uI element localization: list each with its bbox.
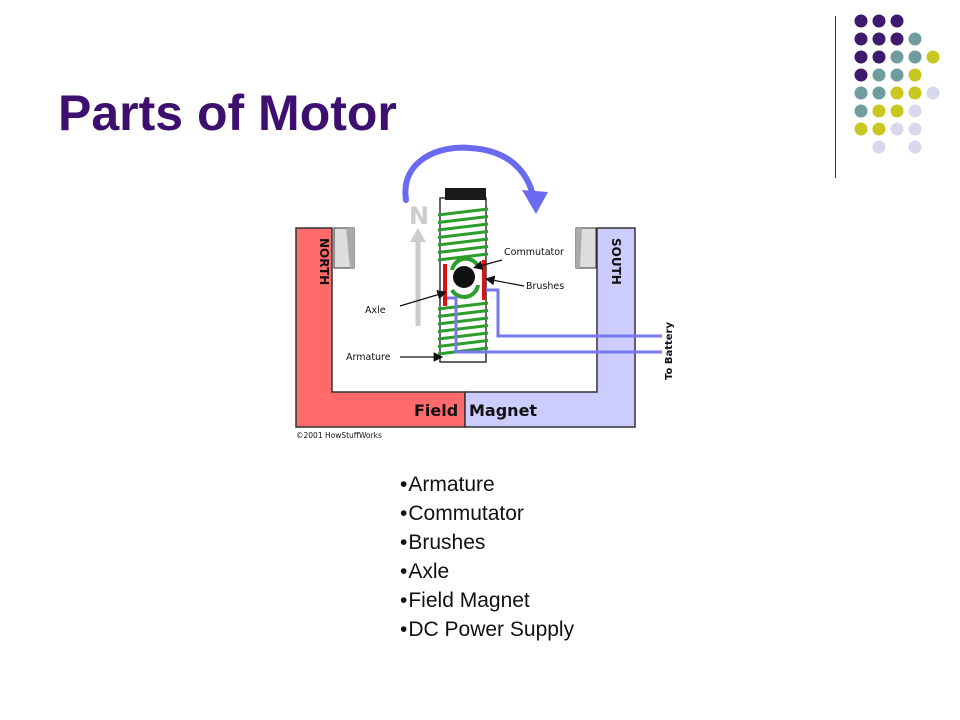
- coil-winding: [437, 215, 489, 224]
- north-pole-tip-shade: [346, 228, 354, 268]
- rotation-arrow: [402, 144, 548, 214]
- list-item: Brushes: [400, 528, 574, 557]
- decorative-dot: [872, 104, 886, 118]
- coil-winding: [437, 222, 489, 232]
- south-pole-tip-shade: [576, 228, 582, 268]
- armature-top-cap: [445, 188, 486, 200]
- parts-list: Armature Commutator Brushes Axle Field M…: [400, 470, 574, 644]
- decorative-dot: [908, 86, 922, 100]
- armature-label: Armature: [346, 352, 391, 363]
- brushes-label: Brushes: [526, 281, 564, 292]
- decorative-dot: [890, 104, 904, 118]
- coil-winding: [437, 207, 489, 217]
- armature-coil-top: [437, 207, 489, 262]
- decorative-dot: [854, 14, 868, 28]
- coil-winding: [437, 230, 489, 239]
- pole-n-label: N: [409, 202, 429, 230]
- decorative-dot: [926, 86, 940, 100]
- decorative-dot: [890, 14, 904, 28]
- field-magnet: [295, 227, 636, 428]
- list-item: Commutator: [400, 499, 574, 528]
- decorative-dot: [890, 122, 904, 136]
- label-pointers: [399, 259, 525, 362]
- list-item: Armature: [400, 470, 574, 499]
- decorative-dot-grid: [854, 14, 940, 154]
- list-item: DC Power Supply: [400, 615, 574, 644]
- decorative-dot: [872, 86, 886, 100]
- coil-winding: [437, 331, 489, 341]
- decorative-dot: [872, 140, 886, 154]
- slide-title: Parts of Motor: [58, 85, 397, 141]
- commutator-label: Commutator: [504, 247, 564, 258]
- motor-diagram: NORTH SOUTH Field Magnet N Commuta: [295, 144, 675, 440]
- battery-wires: [447, 288, 662, 354]
- decorative-dot: [908, 122, 922, 136]
- field-label: Field: [414, 401, 458, 420]
- coil-winding: [437, 339, 489, 348]
- coil-winding: [437, 301, 489, 311]
- south-magnet-pole: [464, 227, 636, 428]
- coil-winding: [437, 245, 489, 254]
- decorative-dot: [854, 50, 868, 64]
- decorative-dot: [854, 68, 868, 82]
- decorative-dot: [854, 86, 868, 100]
- decorative-dot: [854, 122, 868, 136]
- axle: [453, 266, 475, 288]
- coil-winding: [437, 237, 489, 247]
- decorative-dot: [908, 68, 922, 82]
- list-item: Field Magnet: [400, 586, 574, 615]
- brushes: [443, 260, 486, 306]
- north-label: NORTH: [317, 238, 331, 285]
- decorative-dot: [872, 14, 886, 28]
- decorative-divider-line: [835, 16, 836, 178]
- coil-winding: [437, 316, 489, 326]
- decorative-dot: [890, 32, 904, 46]
- magnetic-north-arrow: [410, 228, 426, 326]
- coil-winding: [437, 309, 489, 318]
- decorative-dot: [926, 50, 940, 64]
- south-label: SOUTH: [609, 238, 623, 285]
- decorative-dot: [890, 50, 904, 64]
- to-battery-label: To Battery: [664, 322, 675, 380]
- decorative-dot: [872, 50, 886, 64]
- axle-label: Axle: [365, 305, 386, 316]
- copyright-label: ©2001 HowStuffWorks: [296, 431, 382, 440]
- decorative-dot: [872, 122, 886, 136]
- decorative-dot: [908, 140, 922, 154]
- decorative-dot: [890, 68, 904, 82]
- magnet-label: Magnet: [469, 401, 537, 420]
- decorative-dot: [890, 86, 904, 100]
- decorative-dot: [908, 104, 922, 118]
- decorative-dot: [854, 104, 868, 118]
- list-item: Axle: [400, 557, 574, 586]
- decorative-dot: [908, 50, 922, 64]
- decorative-dot: [872, 68, 886, 82]
- decorative-dot: [872, 32, 886, 46]
- decorative-dot: [854, 32, 868, 46]
- coil-winding: [437, 324, 489, 333]
- decorative-dot: [908, 32, 922, 46]
